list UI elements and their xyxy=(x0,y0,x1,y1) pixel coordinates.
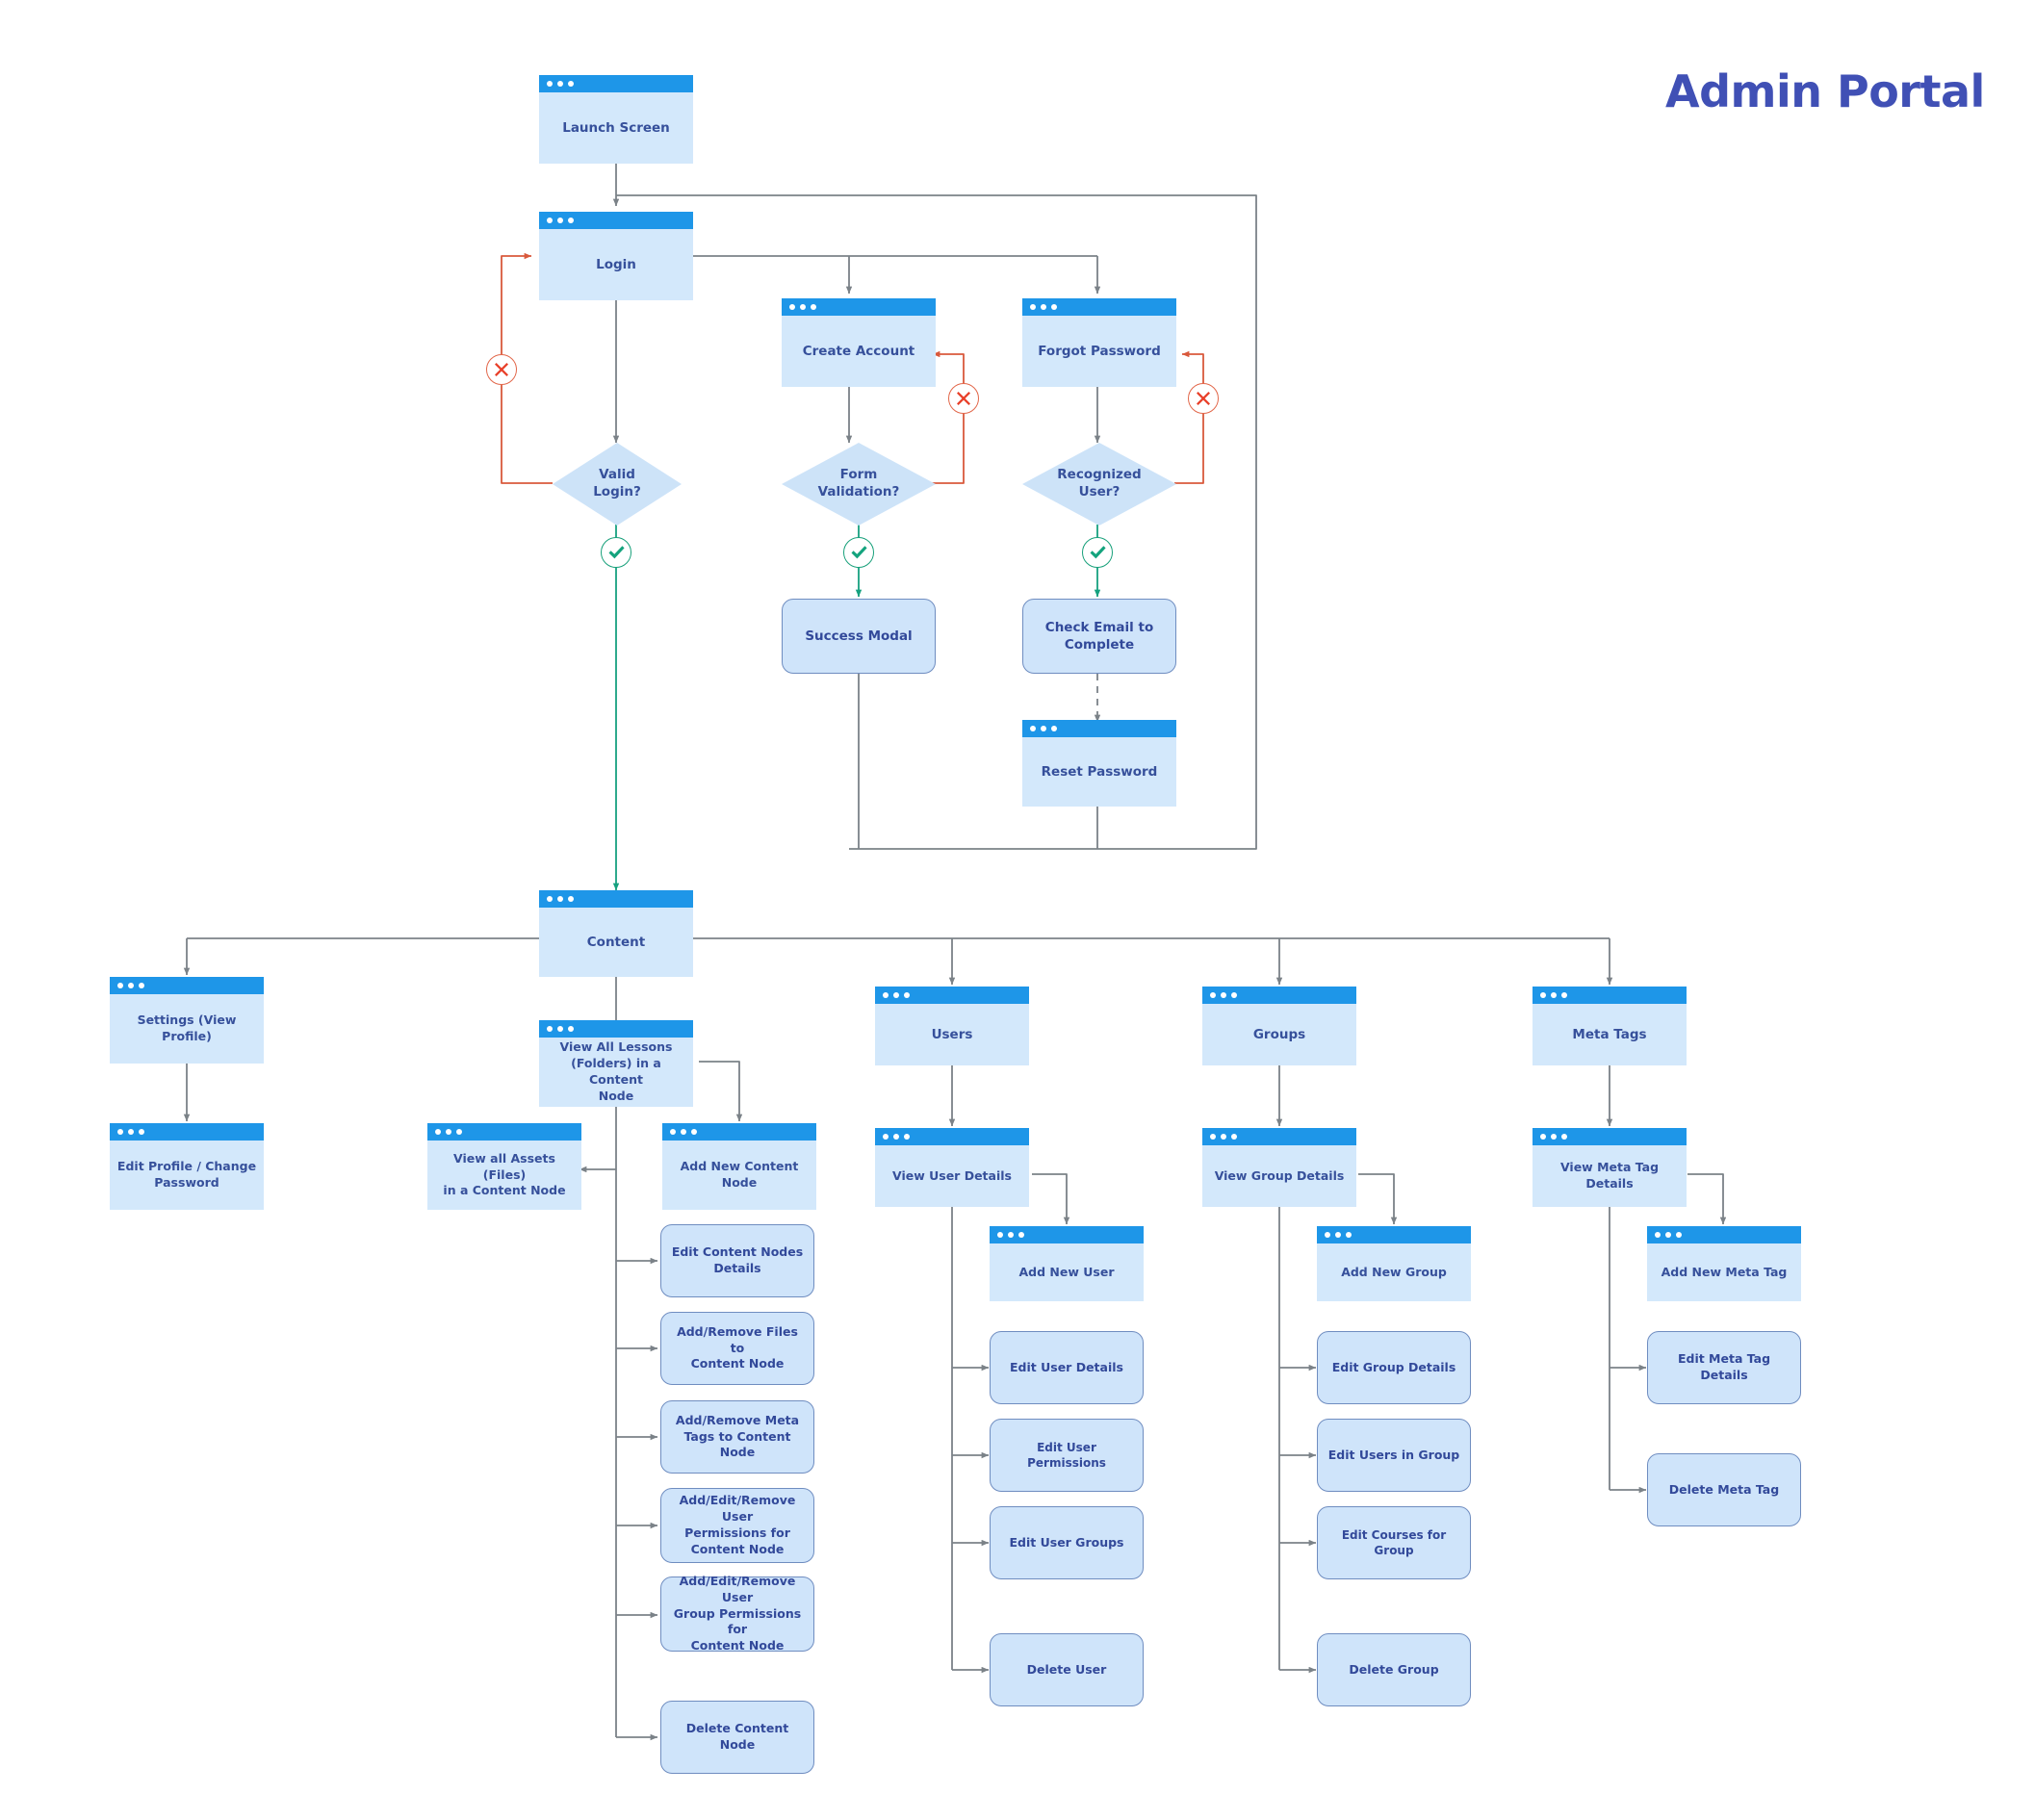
node-label: Valid Login? xyxy=(593,467,641,500)
node-delete-user[interactable]: Delete User xyxy=(990,1633,1144,1706)
window-dots xyxy=(1202,987,1356,1004)
node-add-new-user[interactable]: Add New User xyxy=(990,1226,1144,1301)
node-edit-content-node-details[interactable]: Edit Content Nodes Details xyxy=(660,1224,814,1297)
window-dots xyxy=(539,890,693,908)
node-edit-user-groups[interactable]: Edit User Groups xyxy=(990,1506,1144,1579)
node-label: Recognized User? xyxy=(1057,467,1142,500)
window-dots xyxy=(539,1020,693,1038)
window-dots xyxy=(1022,720,1176,737)
node-label: Users xyxy=(931,1026,973,1042)
window-dots xyxy=(1202,1128,1356,1145)
node-label: Reset Password xyxy=(1041,763,1158,780)
window-dots xyxy=(539,75,693,92)
node-label: View All Lessons (Folders) in a Content … xyxy=(559,1039,673,1103)
window-dots xyxy=(110,977,264,994)
node-edit-user-details[interactable]: Edit User Details xyxy=(990,1331,1144,1404)
node-reset-password[interactable]: Reset Password xyxy=(1022,720,1176,807)
node-view-group-details[interactable]: View Group Details xyxy=(1202,1128,1356,1207)
node-edit-meta-tag-details[interactable]: Edit Meta Tag Details xyxy=(1647,1331,1801,1404)
node-user-group-permissions-for-content-node[interactable]: Add/Edit/Remove User Group Permissions f… xyxy=(660,1574,814,1653)
node-add-new-group[interactable]: Add New Group xyxy=(1317,1226,1471,1301)
node-success-modal[interactable]: Success Modal xyxy=(782,599,936,674)
node-valid-login-decision[interactable]: Valid Login? xyxy=(553,443,682,525)
node-recognized-user-decision[interactable]: Recognized User? xyxy=(1022,443,1176,525)
fail-x-icon-recognized-user xyxy=(1188,383,1219,414)
window-dots xyxy=(110,1123,264,1141)
window-dots xyxy=(427,1123,581,1141)
node-form-validation-decision[interactable]: Form Validation? xyxy=(782,443,936,525)
node-add-remove-files-to-content-node[interactable]: Add/Remove Files to Content Node xyxy=(660,1312,814,1385)
success-check-icon-recognized-user xyxy=(1082,537,1113,568)
fail-x-icon-form-validation xyxy=(948,383,979,414)
window-dots xyxy=(1533,987,1687,1004)
fail-x-icon-valid-login xyxy=(486,354,517,385)
node-delete-meta-tag[interactable]: Delete Meta Tag xyxy=(1647,1453,1801,1526)
node-delete-group[interactable]: Delete Group xyxy=(1317,1633,1471,1706)
node-edit-profile-change-password[interactable]: Edit Profile / Change Password xyxy=(110,1123,264,1210)
window-dots xyxy=(1647,1226,1801,1243)
node-label: Launch Screen xyxy=(562,119,670,136)
node-label: Add New Meta Tag xyxy=(1661,1264,1788,1279)
node-forgot-password[interactable]: Forgot Password xyxy=(1022,298,1176,387)
node-settings-view-profile[interactable]: Settings (View Profile) xyxy=(110,977,264,1064)
node-label: Edit Profile / Change Password xyxy=(116,1159,257,1190)
window-dots xyxy=(662,1123,816,1141)
node-view-all-assets[interactable]: View all Assets (Files) in a Content Nod… xyxy=(427,1123,581,1210)
node-view-meta-tag-details[interactable]: View Meta Tag Details xyxy=(1533,1128,1687,1207)
node-label: Content xyxy=(586,934,646,950)
node-users[interactable]: Users xyxy=(875,987,1029,1065)
node-delete-content-node[interactable]: Delete Content Node xyxy=(660,1701,814,1774)
node-add-new-meta-tag[interactable]: Add New Meta Tag xyxy=(1647,1226,1801,1301)
node-groups[interactable]: Groups xyxy=(1202,987,1356,1065)
window-dots xyxy=(990,1226,1144,1243)
node-check-email-to-complete[interactable]: Check Email to Complete xyxy=(1022,599,1176,674)
node-label: Meta Tags xyxy=(1572,1026,1647,1042)
node-meta-tags[interactable]: Meta Tags xyxy=(1533,987,1687,1065)
node-user-permissions-for-content-node[interactable]: Add/Edit/Remove User Permissions for Con… xyxy=(660,1488,814,1563)
window-dots xyxy=(782,298,936,316)
node-add-new-content-node[interactable]: Add New Content Node xyxy=(662,1123,816,1210)
node-launch-screen[interactable]: Launch Screen xyxy=(539,75,693,164)
node-label: Add New Content Node xyxy=(680,1159,799,1190)
node-create-account[interactable]: Create Account xyxy=(782,298,936,387)
window-dots xyxy=(1533,1128,1687,1145)
node-view-all-lessons[interactable]: View All Lessons (Folders) in a Content … xyxy=(539,1020,693,1107)
node-label: Login xyxy=(596,256,636,272)
node-label: Add New User xyxy=(1018,1264,1115,1279)
node-edit-courses-for-group[interactable]: Edit Courses for Group xyxy=(1317,1506,1471,1579)
node-label: Groups xyxy=(1252,1026,1306,1042)
node-edit-users-in-group[interactable]: Edit Users in Group xyxy=(1317,1419,1471,1492)
page-title: Admin Portal xyxy=(1665,65,1985,117)
node-label: View Group Details xyxy=(1214,1167,1345,1183)
window-dots xyxy=(1022,298,1176,316)
node-label: Form Validation? xyxy=(817,467,900,500)
node-edit-user-permissions[interactable]: Edit User Permissions xyxy=(990,1419,1144,1492)
success-check-icon-form-validation xyxy=(843,537,874,568)
node-label: Settings (View Profile) xyxy=(137,1013,237,1043)
node-view-user-details[interactable]: View User Details xyxy=(875,1128,1029,1207)
node-label: View all Assets (Files) in a Content Nod… xyxy=(443,1150,566,1198)
window-dots xyxy=(875,987,1029,1004)
node-label: Create Account xyxy=(802,343,915,359)
node-label: View Meta Tag Details xyxy=(1559,1160,1660,1191)
node-content[interactable]: Content xyxy=(539,890,693,977)
node-label: Forgot Password xyxy=(1038,343,1161,359)
node-label: View User Details xyxy=(892,1167,1012,1183)
window-dots xyxy=(1317,1226,1471,1243)
node-edit-group-details[interactable]: Edit Group Details xyxy=(1317,1331,1471,1404)
node-add-remove-meta-tags-to-content-node[interactable]: Add/Remove Meta Tags to Content Node xyxy=(660,1400,814,1474)
window-dots xyxy=(539,212,693,229)
node-label: Add New Group xyxy=(1341,1264,1447,1279)
node-login[interactable]: Login xyxy=(539,212,693,300)
success-check-icon-valid-login xyxy=(601,537,631,568)
window-dots xyxy=(875,1128,1029,1145)
